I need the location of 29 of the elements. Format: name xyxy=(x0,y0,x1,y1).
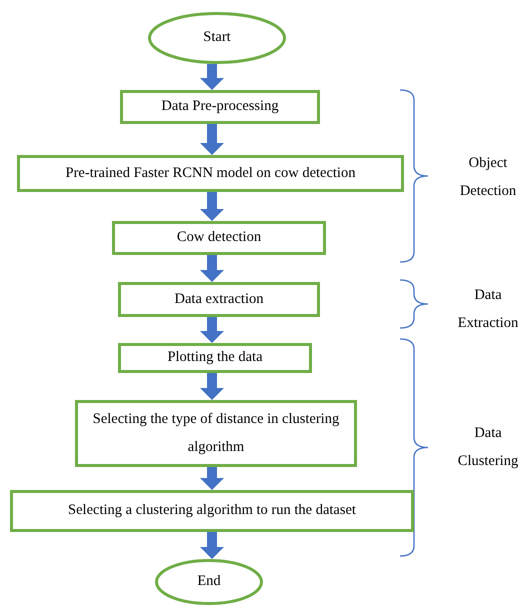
arrow xyxy=(200,124,224,155)
arrow xyxy=(200,467,224,490)
node-text: Cow detection xyxy=(176,228,262,248)
process-box xyxy=(118,282,320,317)
terminal-ellipse xyxy=(155,559,263,605)
process-box xyxy=(17,155,404,192)
process-box xyxy=(118,343,312,373)
group-label: Data Extraction xyxy=(456,286,520,333)
node-text: Selecting a clustering algorithm to run the dataset xyxy=(67,501,357,520)
arrow xyxy=(200,64,224,90)
node-text: Pre-trained Faster RCNN model on cow detection xyxy=(64,164,356,183)
arrow xyxy=(200,532,224,559)
node-text: Start xyxy=(202,28,232,48)
arrow xyxy=(200,317,224,343)
process-box xyxy=(120,90,320,124)
node-text: Selecting the type of distance in clustering algorithm xyxy=(92,410,340,456)
arrow xyxy=(200,192,224,221)
terminal-ellipse xyxy=(148,12,286,64)
arrow xyxy=(200,255,224,282)
node-text: Data extraction xyxy=(174,290,264,309)
node-text: Data Pre-processing xyxy=(160,97,280,116)
process-box xyxy=(75,400,357,467)
node-text: End xyxy=(196,572,222,592)
arrow xyxy=(200,373,224,400)
group-label: Data Clustering xyxy=(456,424,520,471)
group-label: Object Detection xyxy=(458,154,518,201)
node-text: Plotting the data xyxy=(166,348,264,368)
process-box xyxy=(10,490,414,532)
process-box xyxy=(112,221,326,255)
